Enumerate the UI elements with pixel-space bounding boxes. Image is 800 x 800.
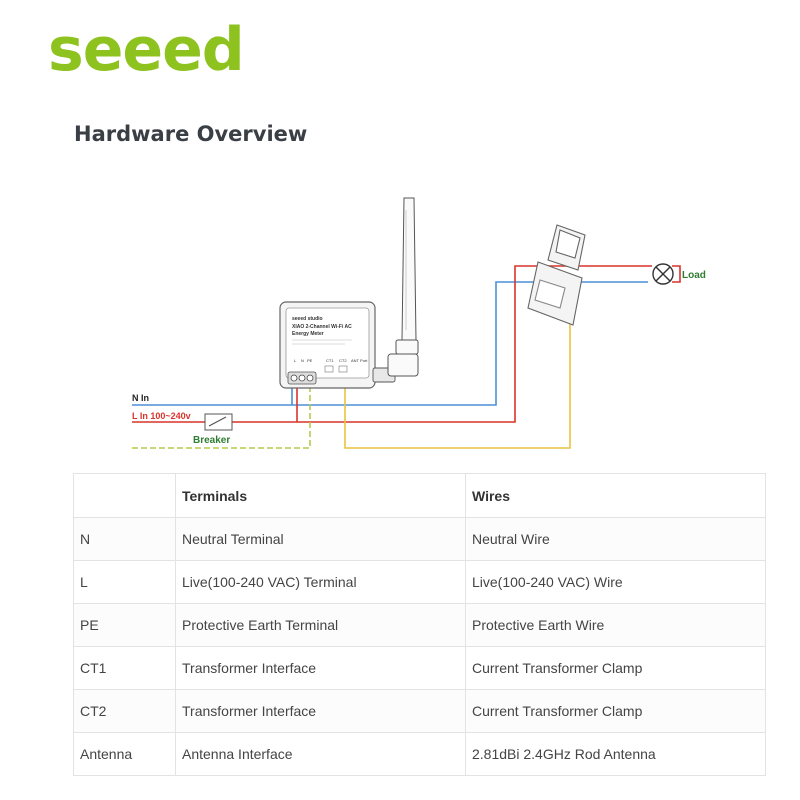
table-row: CT2 Transformer Interface Current Transf… — [73, 689, 766, 733]
table-header: Wires — [465, 473, 766, 518]
brand-logo: seeed — [48, 15, 245, 85]
terminal-label: L — [294, 358, 297, 363]
table-cell: Current Transformer Clamp — [465, 689, 766, 733]
label-breaker: Breaker — [193, 435, 230, 446]
device-name-1: XIAO 2-Channel Wi-Fi AC — [292, 324, 352, 330]
energy-meter-device: seeed studio XIAO 2-Channel Wi-Fi AC Ene… — [279, 301, 396, 389]
table-cell: Transformer Interface — [175, 689, 466, 733]
label-l-in: L In 100~240v — [132, 411, 191, 421]
page-title: Hardware Overview — [74, 122, 308, 146]
ct-wire — [344, 315, 571, 449]
table-cell: Transformer Interface — [175, 646, 466, 690]
hardware-table: Terminals Wires N Neutral Terminal Neutr… — [73, 473, 766, 776]
table-cell: N — [73, 517, 176, 561]
table-cell: Antenna — [73, 732, 176, 776]
table-header — [73, 473, 176, 518]
table-row: N Neutral Terminal Neutral Wire — [73, 517, 766, 561]
terminal-label: N — [301, 358, 304, 363]
table-cell: Live(100-240 VAC) Wire — [465, 560, 766, 604]
earth-wire — [132, 382, 311, 449]
table-cell: 2.81dBi 2.4GHz Rod Antenna — [465, 732, 766, 776]
table-header: Terminals — [175, 473, 466, 518]
table-cell: Live(100-240 VAC) Terminal — [175, 560, 466, 604]
label-n-in: N In — [132, 393, 149, 403]
device-name-2: Energy Meter — [292, 331, 324, 337]
table-row: PE Protective Earth Terminal Protective … — [73, 603, 766, 647]
terminal-label: CT1 — [326, 358, 334, 363]
load-lamp — [652, 263, 674, 285]
terminal-label: PE — [307, 358, 313, 363]
live-wire — [132, 265, 652, 423]
device-brand: seeed studio — [292, 316, 323, 322]
table-cell: Neutral Wire — [465, 517, 766, 561]
load-wire — [672, 265, 681, 283]
table-cell: Protective Earth Terminal — [175, 603, 466, 647]
table-cell: Protective Earth Wire — [465, 603, 766, 647]
table-cell: Current Transformer Clamp — [465, 646, 766, 690]
terminal-label: ANT Port — [351, 358, 368, 363]
wiring-diagram: seeed studio XIAO 2-Channel Wi-Fi AC Ene… — [132, 197, 706, 449]
table-cell: Antenna Interface — [175, 732, 466, 776]
table-row: CT1 Transformer Interface Current Transf… — [73, 646, 766, 690]
ct-clamp — [527, 224, 586, 326]
label-load: Load — [682, 270, 706, 281]
table-cell: L — [73, 560, 176, 604]
table-row: L Live(100-240 VAC) Terminal Live(100-24… — [73, 560, 766, 604]
breaker-switch — [204, 413, 233, 431]
table-cell: CT1 — [73, 646, 176, 690]
table-cell: PE — [73, 603, 176, 647]
table-row: Antenna Antenna Interface 2.81dBi 2.4GHz… — [73, 732, 766, 776]
terminal-label: CT2 — [339, 358, 347, 363]
table-header-row: Terminals Wires — [73, 473, 766, 518]
rod-antenna — [387, 197, 419, 377]
table-cell: CT2 — [73, 689, 176, 733]
table-cell: Neutral Terminal — [175, 517, 466, 561]
